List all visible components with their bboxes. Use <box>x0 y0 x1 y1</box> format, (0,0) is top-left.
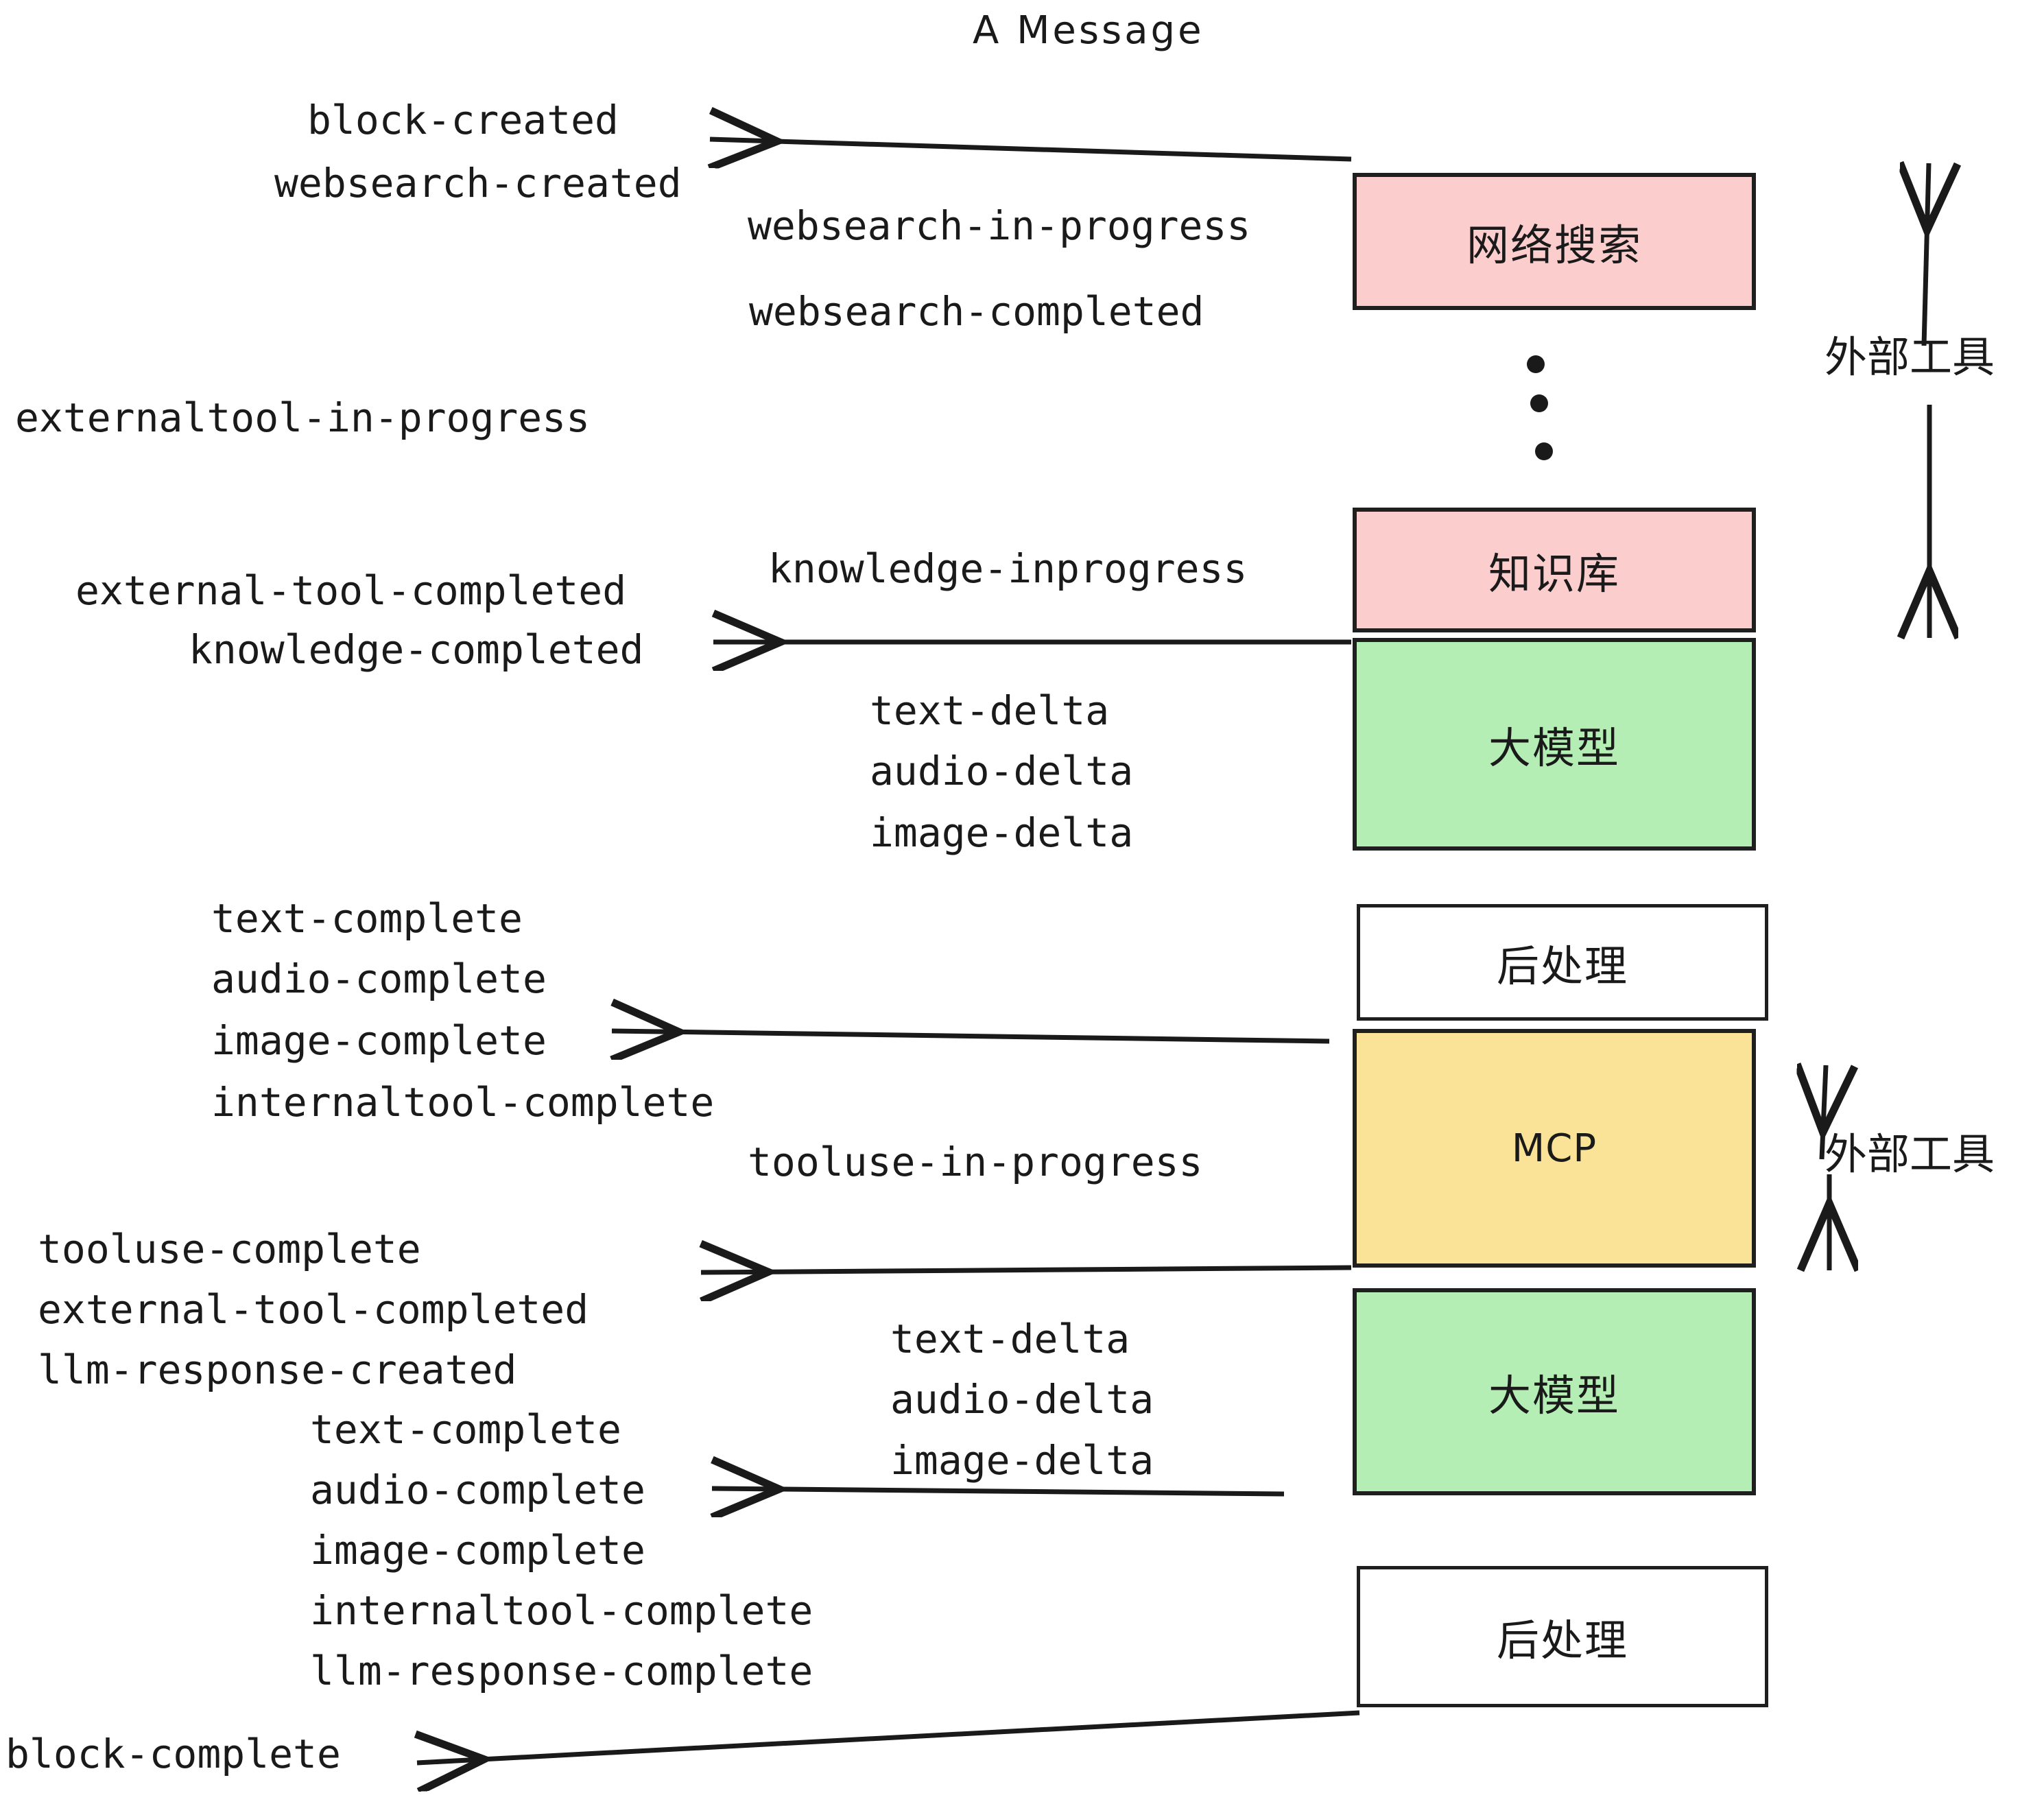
event-knowledge-inprogress: knowledge-inprogress <box>768 545 1248 592</box>
event-text-delta-1: text-delta <box>870 687 1110 734</box>
ellipsis-dot-2 <box>1530 394 1548 412</box>
node-websearch[interactable]: 网络搜索 <box>1353 173 1756 310</box>
event-knowledge-completed: knowledge-completed <box>189 626 644 673</box>
label-external-tools-bottom: 外部工具 <box>1825 1129 1995 1179</box>
event-image-delta-1: image-delta <box>870 809 1134 856</box>
event-text-complete-2: text-complete <box>310 1406 621 1453</box>
event-llm-response-created: llm-response-created <box>38 1346 517 1393</box>
arrow-websearch-to-block-created <box>710 139 1352 159</box>
node-llm-2-label: 大模型 <box>1488 1370 1620 1421</box>
event-block-complete: block-complete <box>5 1731 341 1777</box>
event-external-tool-completed-1: external-tool-completed <box>75 567 627 614</box>
event-websearch-in-progress: websearch-in-progress <box>748 202 1251 249</box>
event-audio-complete-2: audio-complete <box>310 1467 645 1513</box>
external-tools-up-arrow-top <box>1924 163 1929 346</box>
node-postprocessing-1[interactable]: 后处理 <box>1357 904 1768 1021</box>
event-audio-delta-1: audio-delta <box>870 748 1134 794</box>
node-postprocessing-1-label: 后处理 <box>1496 941 1628 991</box>
event-internaltool-complete-2: internaltool-complete <box>310 1587 813 1634</box>
node-llm-1-label: 大模型 <box>1488 723 1620 773</box>
node-llm-1[interactable]: 大模型 <box>1353 638 1756 851</box>
event-image-complete-1: image-complete <box>211 1017 547 1064</box>
event-external-tool-completed-2: external-tool-completed <box>38 1286 589 1333</box>
node-postprocessing-2[interactable]: 后处理 <box>1357 1566 1768 1707</box>
event-audio-delta-2: audio-delta <box>890 1376 1154 1423</box>
event-tooluse-complete: tooluse-complete <box>38 1226 421 1272</box>
node-mcp[interactable]: MCP <box>1353 1029 1756 1268</box>
event-tooluse-in-progress: tooluse-in-progress <box>748 1139 1203 1185</box>
arrow-postproc1-to-image-complete <box>612 1031 1330 1041</box>
event-block-created: block-created <box>307 97 619 143</box>
ellipsis-dot-1 <box>1527 355 1545 373</box>
event-websearch-completed: websearch-completed <box>749 288 1204 335</box>
arrow-postproc2-to-block-complete <box>417 1710 1360 1763</box>
node-llm-2[interactable]: 大模型 <box>1353 1288 1756 1495</box>
event-websearch-created: websearch-created <box>274 160 682 206</box>
event-llm-response-complete: llm-response-complete <box>310 1648 813 1694</box>
event-externaltool-in-progress: externaltool-in-progress <box>15 394 591 441</box>
node-knowledge[interactable]: 知识库 <box>1353 508 1756 632</box>
label-external-tools-top: 外部工具 <box>1825 332 1995 382</box>
node-knowledge-label: 知识库 <box>1488 549 1620 599</box>
event-text-delta-2: text-delta <box>890 1316 1130 1362</box>
event-image-complete-2: image-complete <box>310 1527 645 1574</box>
ellipsis-dot-3 <box>1535 442 1553 460</box>
event-text-complete-1: text-complete <box>211 895 523 942</box>
node-mcp-label: MCP <box>1511 1126 1597 1171</box>
arrow-mcp-to-tooluse-complete <box>701 1268 1352 1272</box>
event-image-delta-2: image-delta <box>890 1437 1154 1484</box>
event-internaltool-complete-1: internaltool-complete <box>211 1079 715 1126</box>
page-title: A Message <box>973 8 1204 53</box>
event-audio-complete-1: audio-complete <box>211 956 547 1002</box>
node-postprocessing-2-label: 后处理 <box>1496 1615 1628 1665</box>
node-websearch-label: 网络搜索 <box>1466 220 1642 270</box>
arrow-llm2-to-audio-complete <box>712 1488 1285 1494</box>
